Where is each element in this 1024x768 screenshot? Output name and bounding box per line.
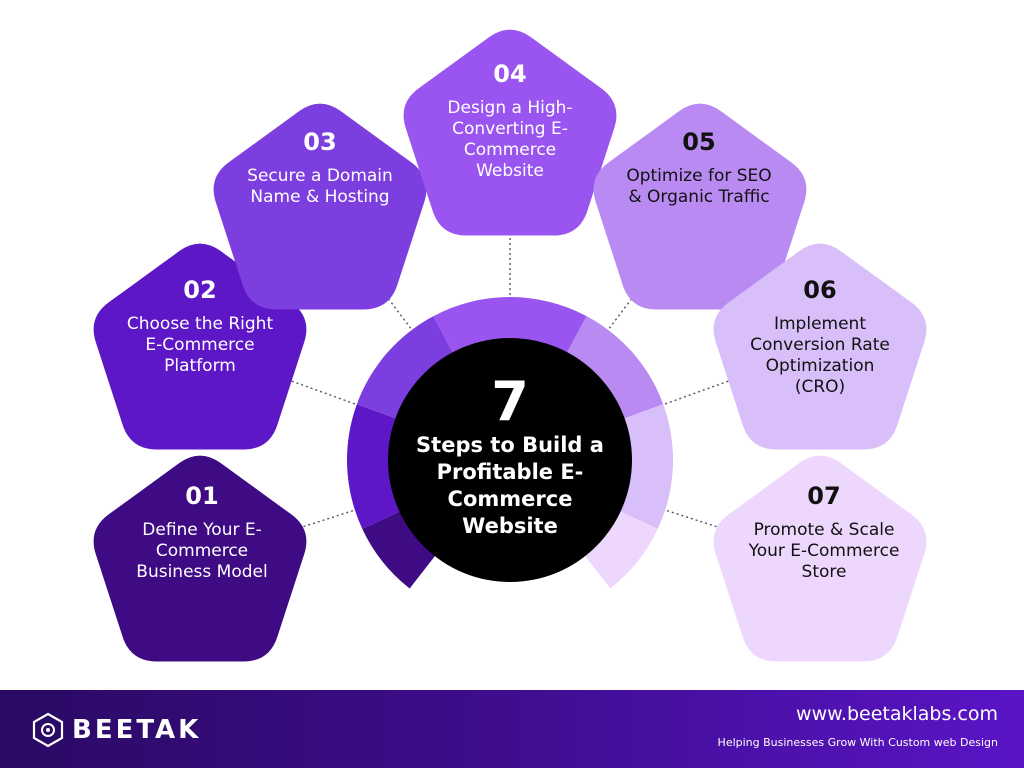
step-pentagon [93,455,307,662]
step-label: Implement Conversion Rate Optimization (… [750,314,890,397]
step-02: 02 Choose the Right E-Commerce Platform [90,276,310,377]
step-pentagon [713,455,927,662]
step-pentagon [213,103,427,310]
footer-bar: BEETAK www.beetaklabs.com Helping Busine… [0,690,1024,768]
step-number: 07 [807,482,841,510]
ring-segment [362,507,442,589]
center-title: 7 Steps to Build a Profitable E-Commerce… [405,372,615,540]
step-number: 06 [803,276,837,304]
logo-text: BEETAK [72,715,202,745]
step-04: 04 Design a High-Converting E-Commerce W… [400,60,620,182]
step-label: Choose the Right E-Commerce Platform [126,314,274,376]
step-label: Define Your E-Commerce Business Model [136,520,268,582]
step-label: Design a High-Converting E-Commerce Webs… [447,98,573,181]
hexagon-logo-icon [32,712,64,748]
step-label: Optimize for SEO & Organic Traffic [626,166,772,207]
step-number: 01 [185,482,219,510]
ring-segment [578,507,658,589]
step-number: 02 [183,276,217,304]
website-url[interactable]: www.beetaklabs.com [796,703,998,725]
step-01: 01 Define Your E-Commerce Business Model [92,482,312,583]
step-pentagon [403,29,617,236]
center-subtitle: Steps to Build a Profitable E-Commerce W… [416,433,604,538]
steps-diagram: 01 Define Your E-Commerce Business Model… [90,29,934,662]
step-pentagon [713,243,927,450]
ring-segment [562,316,664,422]
tagline: Helping Businesses Grow With Custom web … [717,736,998,749]
step-06: 06 Implement Conversion Rate Optimizatio… [710,276,930,398]
step-05: 05 Optimize for SEO & Organic Traffic [589,128,809,208]
step-number: 03 [303,128,337,156]
step-03: 03 Secure a Domain Name & Hosting [210,128,430,208]
center-number: 7 [491,370,529,433]
center-disc [388,338,632,582]
brand-logo[interactable]: BEETAK [32,710,201,750]
step-number: 05 [682,128,716,156]
step-number: 04 [493,60,527,88]
step-07: 07 Promote & Scale Your E-Commerce Store [714,482,934,583]
ring-segment [356,316,458,422]
step-label: Secure a Domain Name & Hosting [247,166,393,207]
step-label: Promote & Scale Your E-Commerce Store [748,520,900,582]
step-pentagon [593,103,807,310]
diagram-graphic [93,29,927,662]
